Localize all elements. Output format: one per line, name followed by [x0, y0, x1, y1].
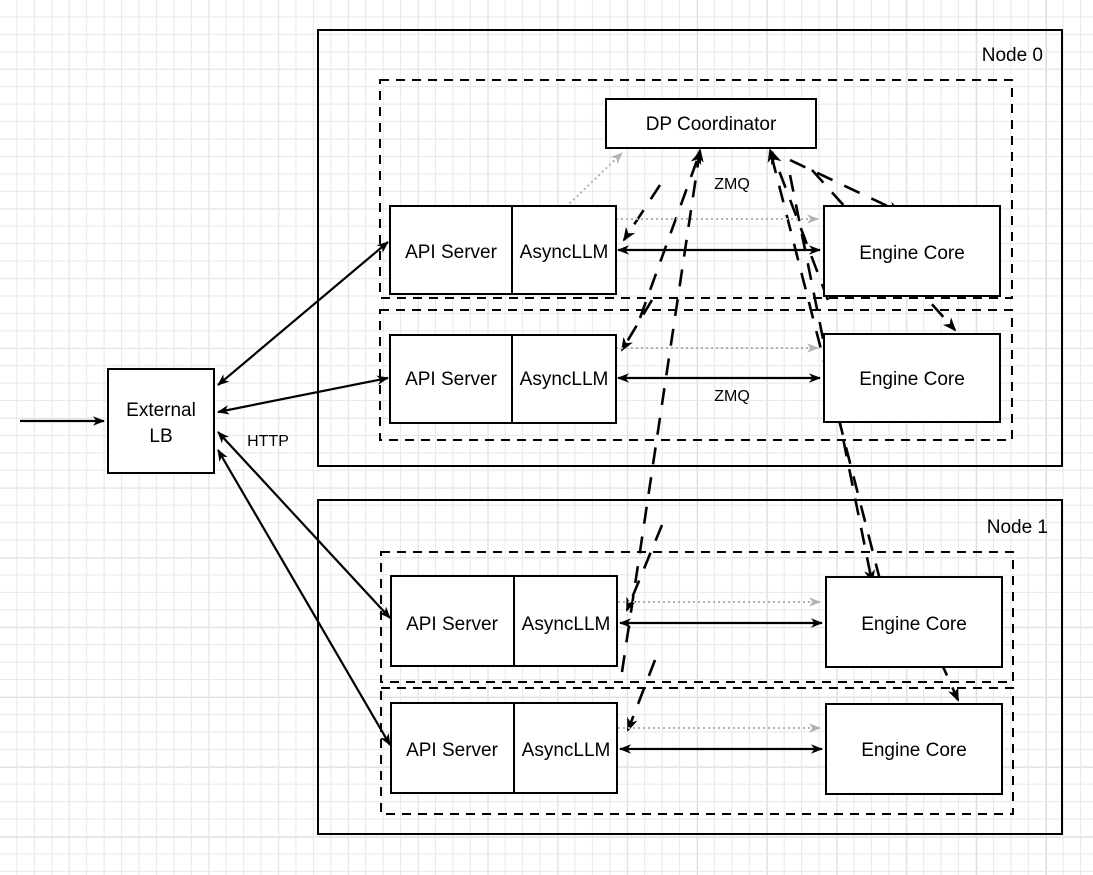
api-server-box-n1-g0[interactable]	[390, 575, 618, 667]
node-1-group-1-container	[380, 687, 1014, 815]
api-server-box-n0-g0[interactable]	[389, 205, 617, 295]
engine-core-label-n0-g1: Engine Core	[859, 369, 965, 390]
edge-coord-to-n0-g1-async	[620, 299, 654, 352]
edge-lb-api-n0-g1	[217, 375, 389, 415]
engine-core-box-n1-g0[interactable]	[825, 576, 1003, 668]
api-server-label-n1-g1: API Server	[406, 740, 499, 761]
api-server-label-n0-g0: API Server	[405, 242, 498, 263]
dp-coordinator-box[interactable]	[605, 98, 817, 149]
engine-core-box-n1-g1[interactable]	[825, 703, 1003, 795]
dp-coordinator-label: DP Coordinator	[646, 114, 777, 135]
node-1-label: Node 1	[987, 517, 1048, 538]
edge-coord-to-n1-g1-async	[626, 659, 657, 732]
async-llm-label-n1-g0: AsyncLLM	[522, 614, 611, 635]
engine-core-label-n0-g0: Engine Core	[859, 243, 965, 264]
edge-coord-out-n0-g1	[811, 169, 957, 332]
async-llm-label-n0-g1: AsyncLLM	[520, 369, 609, 390]
api-server-box-n1-g1[interactable]	[390, 702, 618, 794]
edge-coord-out-n1-g0	[788, 174, 876, 584]
edge-coord-out-n0-g0	[789, 158, 902, 214]
edge-coord-n0-g0-engine	[638, 150, 702, 319]
engine-core-label-n1-g1: Engine Core	[861, 740, 967, 761]
api-server-box-n0-g1[interactable]	[389, 334, 617, 424]
engine-core-box-n0-g0[interactable]	[823, 205, 1001, 297]
engine-core-label-n1-g0: Engine Core	[861, 614, 967, 635]
async-llm-label-n0-g0: AsyncLLM	[520, 242, 609, 263]
node-0-group-0-container	[379, 79, 1013, 299]
zmq-label-n0-g1: ZMQ	[714, 388, 750, 405]
external-lb-label-line1: External	[126, 400, 196, 421]
dp-coordinator-zmq-label: ZMQ	[714, 176, 750, 193]
node-0-label: Node 0	[982, 45, 1043, 66]
http-label: HTTP	[247, 433, 289, 450]
edge-coord-to-n0-g0-async	[622, 184, 662, 242]
external-lb-box[interactable]	[107, 368, 215, 474]
edge-lb-api-n0-g0	[217, 241, 389, 386]
async-llm-label-n1-g1: AsyncLLM	[522, 740, 611, 761]
edge-coord-to-n1-g0-async	[625, 524, 664, 612]
api-server-label-n1-g0: API Server	[406, 614, 499, 635]
api-server-label-n0-g1: API Server	[405, 369, 498, 390]
edge-coord-n0-g1-engine	[770, 150, 830, 301]
engine-core-box-n0-g1[interactable]	[823, 333, 1001, 423]
edge-lb-api-n1-g1	[217, 449, 391, 746]
edge-dotted-n0-g0-async-to-coord	[565, 152, 623, 208]
edge-lb-api-n1-g0	[217, 431, 391, 619]
external-lb-label-line2: LB	[149, 426, 172, 447]
